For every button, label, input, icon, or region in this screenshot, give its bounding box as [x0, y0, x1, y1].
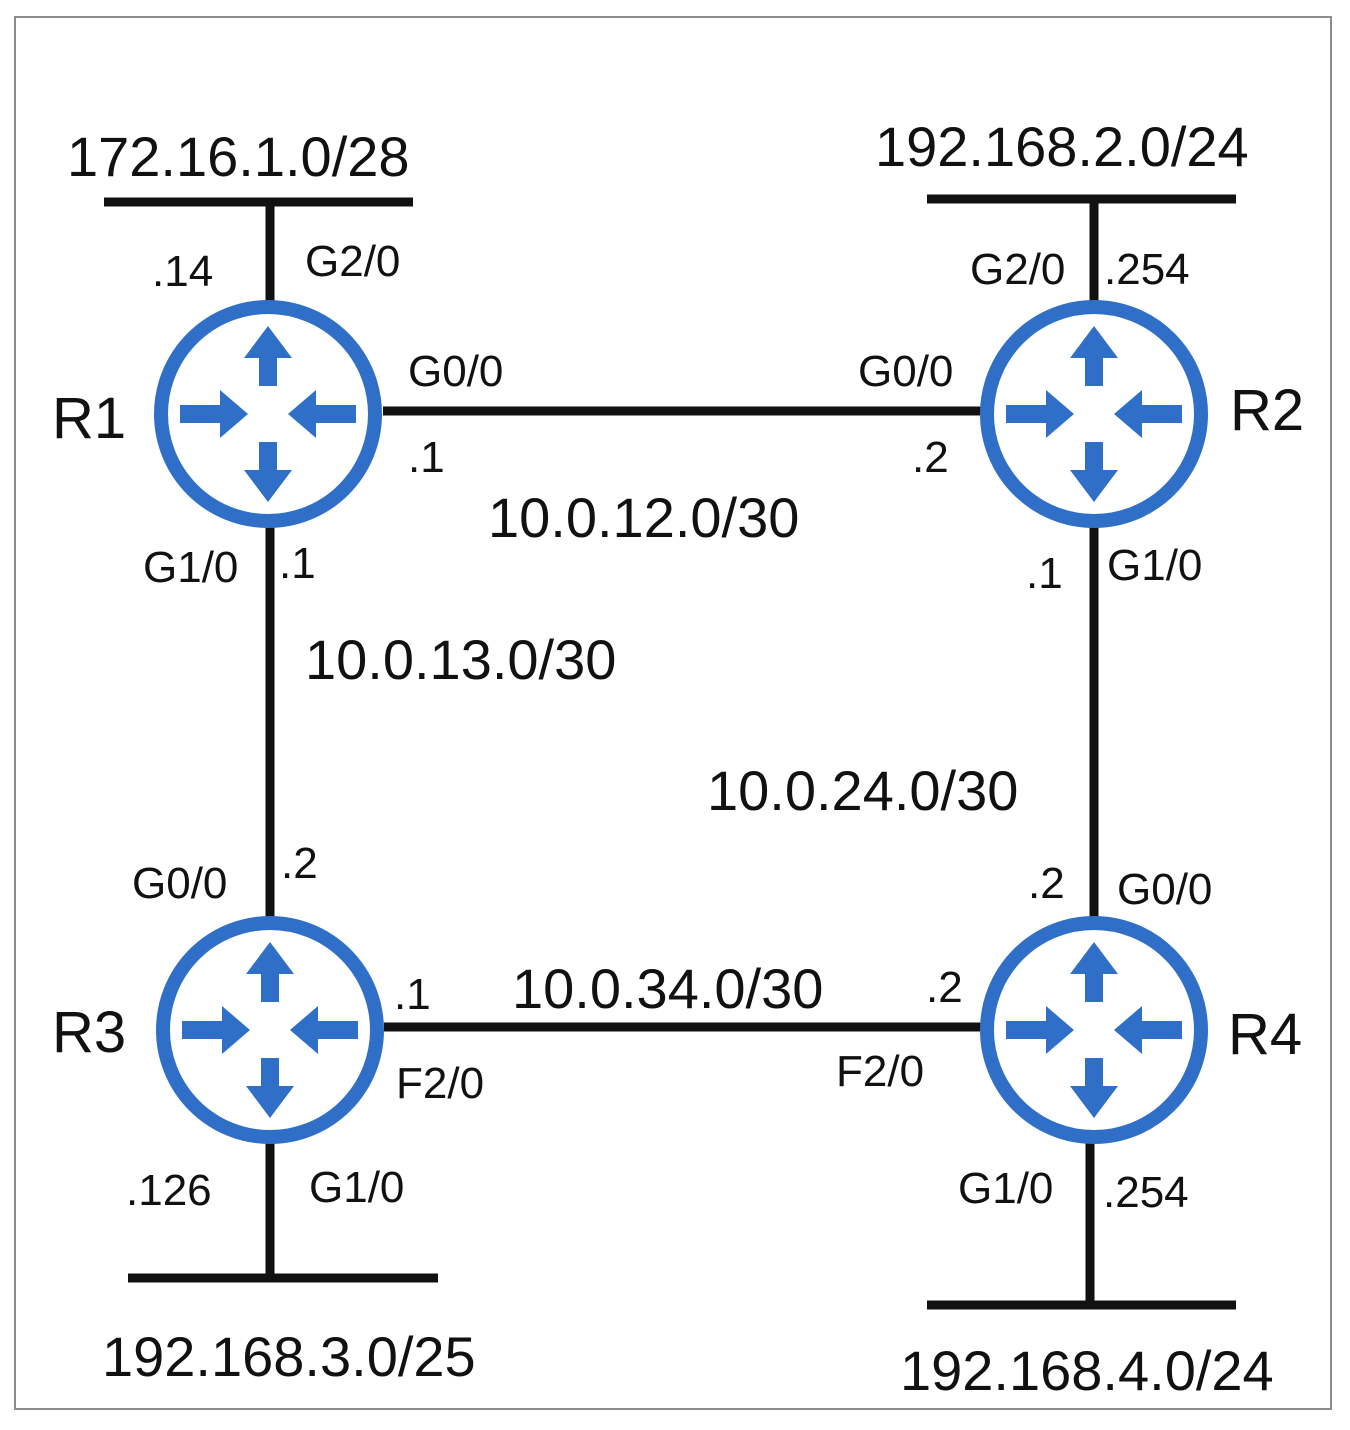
router-icon: [161, 307, 375, 521]
router-r4-label: R4: [1228, 1002, 1302, 1067]
network-link-r3-r4: 10.0.34.0/30: [512, 957, 823, 1020]
network-link-r1-r2: 10.0.12.0/30: [488, 486, 799, 549]
r1-g0-0-ip: .1: [408, 433, 445, 482]
r2-g2-0-name: G2/0: [970, 245, 1065, 294]
r2-g0-0-name: G0/0: [858, 347, 953, 396]
network-link-r1-r3: 10.0.13.0/30: [305, 628, 616, 691]
router-r4: [987, 923, 1201, 1137]
links: [104, 194, 1236, 1310]
network-lan-r4: 192.168.4.0/24: [900, 1339, 1274, 1402]
r4-g1-0-name: G1/0: [958, 1164, 1053, 1213]
router-r1-label: R1: [52, 386, 126, 451]
r4-g1-0-ip: .254: [1103, 1168, 1189, 1217]
r3-g1-0-name: G1/0: [309, 1163, 404, 1212]
router-r1: [161, 307, 375, 521]
network-lan-r2: 192.168.2.0/24: [875, 115, 1249, 178]
r2-g0-0-ip: .2: [912, 433, 949, 482]
diagram-frame: [14, 16, 1332, 1410]
r2-g1-0-ip: .1: [1026, 549, 1063, 598]
network-lan-r3: 192.168.3.0/25: [102, 1325, 476, 1388]
router-icon: [163, 923, 377, 1137]
r1-g1-0-name: G1/0: [143, 543, 238, 592]
network-lan-r1: 172.16.1.0/28: [67, 125, 410, 188]
router-r3: [163, 923, 377, 1137]
router-r3-label: R3: [52, 1000, 126, 1065]
r4-g0-0-ip: .2: [1028, 859, 1065, 908]
r1-g2-0-name: G2/0: [305, 237, 400, 286]
r1-g1-0-ip: .1: [279, 539, 316, 588]
network-link-r2-r4: 10.0.24.0/30: [707, 759, 1018, 822]
router-icon: [987, 923, 1201, 1137]
r1-g0-0-name: G0/0: [408, 347, 503, 396]
r4-f2-0-name: F2/0: [836, 1047, 924, 1096]
r3-g1-0-ip: .126: [126, 1166, 212, 1215]
r4-f2-0-ip: .2: [926, 963, 963, 1012]
router-r2-label: R2: [1230, 378, 1304, 443]
r2-g1-0-name: G1/0: [1107, 541, 1202, 590]
r3-g0-0-ip: .2: [281, 839, 318, 888]
router-r2: [987, 307, 1201, 521]
r3-g0-0-name: G0/0: [132, 859, 227, 908]
r3-f2-0-name: F2/0: [396, 1059, 484, 1108]
router-icon: [987, 307, 1201, 521]
r4-g0-0-name: G0/0: [1117, 865, 1212, 914]
r3-f2-0-ip: .1: [394, 970, 431, 1019]
r2-g2-0-ip: .254: [1104, 245, 1190, 294]
r1-g2-0-ip: .14: [152, 247, 213, 296]
